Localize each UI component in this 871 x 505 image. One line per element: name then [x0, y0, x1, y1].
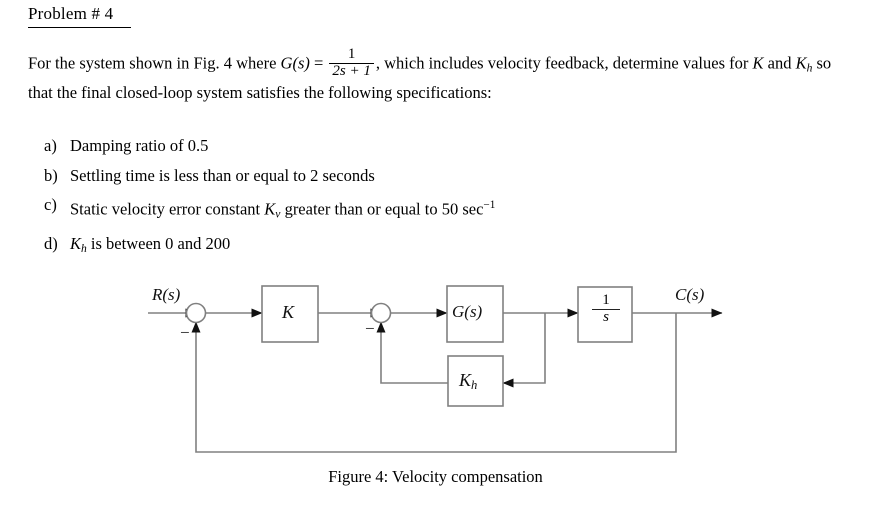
plant-gs-label: G(s): [452, 302, 483, 321]
velocity-feedback-subscript: h: [471, 378, 478, 393]
kv-subscript: ν: [275, 208, 281, 221]
spec-marker-c: c): [44, 195, 57, 214]
k-symbol: K: [752, 53, 764, 73]
spec-item-b: b) Settling time is less than or equal t…: [44, 166, 744, 186]
sec-exponent: −1: [483, 199, 496, 211]
problem-statement: For the system shown in Fig. 4 where G(s…: [28, 45, 843, 105]
intro-text-part2: , which includes velocity feedback, dete…: [375, 53, 753, 73]
velocity-feedback-symbol: K: [459, 370, 472, 390]
intro-and: and: [763, 53, 796, 73]
page-title: Problem # 4: [28, 4, 113, 24]
integrator-label: 1 s: [592, 292, 620, 326]
spec-text-b: Settling time is less than or equal to 2…: [70, 165, 375, 185]
spec-text-c-before: Static velocity error constant: [70, 199, 265, 219]
gs-fraction-numerator: 1: [347, 45, 356, 62]
spec-item-c: c) Static velocity error constant Kν gre…: [44, 195, 744, 224]
velocity-feedback-label: Kh: [459, 370, 477, 393]
spec-text-c-after: greater than or equal to 50 sec: [280, 199, 484, 219]
sum-sign-outer-negative: −: [180, 323, 190, 342]
kh-symbol-d: K: [70, 233, 82, 253]
block-gain-k: [261, 285, 319, 343]
summing-junction-outer: [185, 302, 207, 324]
equals-symbol: =: [309, 53, 328, 73]
page-title-text: Problem # 4: [28, 4, 114, 23]
kv-symbol: K: [264, 199, 276, 219]
spec-text-a: Damping ratio of 0.5: [70, 136, 209, 155]
wire-branch-to-velocity-feedback: [502, 313, 546, 388]
spec-marker-a: a): [44, 136, 57, 155]
wire-outer-feedback: [191, 313, 677, 453]
figure-caption: Figure 4: Velocity compensation: [328, 467, 543, 486]
diagram-wires: [148, 308, 723, 453]
block-velocity-feedback-kh: [447, 355, 504, 407]
input-signal-label: R(s): [152, 285, 181, 304]
summing-junction-inner: [370, 302, 392, 324]
kh-subscript-d: h: [81, 242, 87, 255]
title-underline: [28, 27, 131, 28]
sum-sign-inner-negative: −: [365, 319, 375, 338]
specification-list: a) Damping ratio of 0.5 b) Settling time…: [44, 136, 744, 268]
integrator-numerator: 1: [602, 292, 610, 308]
integrator-denominator: s: [592, 308, 620, 326]
spec-marker-d: d): [44, 233, 58, 253]
wire-velocity-feedback-to-sum2: [376, 321, 448, 384]
block-integrator: [577, 286, 633, 343]
gs-fraction-denominator: 2s + 1: [329, 62, 374, 80]
block-plant-gs: [446, 285, 504, 343]
gs-symbol: G(s): [280, 53, 310, 73]
spec-marker-b: b): [44, 165, 58, 185]
spec-item-d: d) Kh is between 0 and 200: [44, 234, 744, 259]
spec-text-d: is between 0 and 200: [86, 233, 231, 253]
spec-item-a: a) Damping ratio of 0.5: [44, 136, 744, 156]
intro-text-part1: For the system shown in Fig. 4 where: [28, 53, 281, 73]
kh-subscript: h: [806, 62, 813, 75]
intro-text-part3: so that the final closed-loop system sat…: [28, 53, 832, 102]
gain-k-label: K: [282, 302, 295, 322]
kh-symbol: K: [795, 53, 807, 73]
output-signal-label: C(s): [675, 285, 705, 304]
